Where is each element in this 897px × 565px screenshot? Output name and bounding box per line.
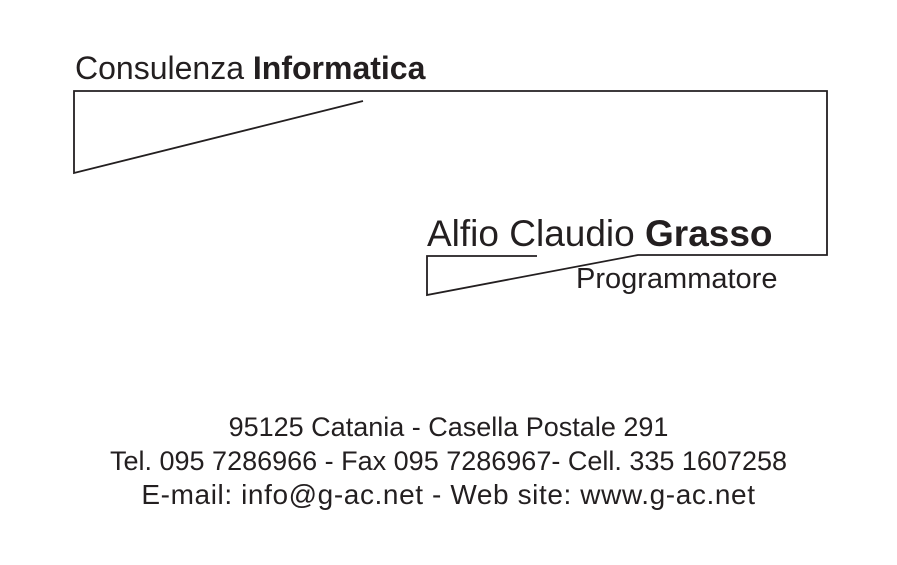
person-name: Alfio Claudio Grasso	[427, 215, 773, 252]
company-name-prefix: Consulenza	[75, 50, 244, 86]
company-name: Consulenza Informatica	[75, 52, 425, 84]
company-name-bold: Informatica	[252, 50, 426, 86]
job-title: Programmatore	[576, 263, 778, 295]
address-line: 95125 Catania - Casella Postale 291	[228, 412, 669, 442]
frame-upper-outline	[73, 90, 828, 297]
person-first-names: Alfio Claudio	[427, 213, 635, 254]
email-web-line: E-mail: info@g-ac.net - Web site: www.g-…	[141, 479, 756, 510]
phone-line: Tel. 095 7286966 - Fax 095 7286967- Cell…	[109, 446, 788, 476]
person-surname: Grasso	[645, 213, 773, 254]
